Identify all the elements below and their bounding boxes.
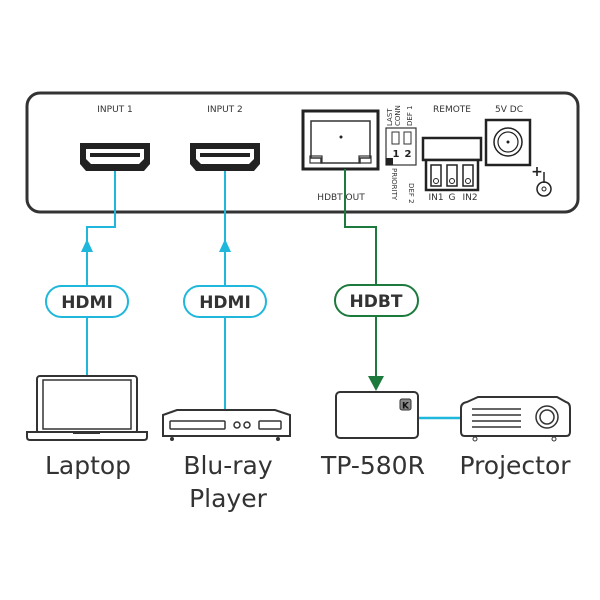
switch-1-label: 1 [393, 149, 400, 160]
hdmi-port-icon [80, 143, 150, 171]
arrow-up-icon [219, 239, 231, 252]
dc-jack-icon [484, 118, 532, 167]
bluray-label-line1: Blu-ray [183, 451, 273, 480]
svg-text:HDMI: HDMI [199, 293, 251, 313]
def2-label: DEF 2 [407, 183, 415, 204]
conn-label: CONN [394, 105, 402, 126]
hdmi-label-1: HDMI [45, 285, 129, 318]
plus-sign: + [531, 164, 543, 180]
laptop-label: Laptop [45, 451, 131, 480]
projector-icon [460, 396, 571, 442]
svg-text:HDMI: HDMI [61, 293, 113, 313]
power-label: 5V DC [495, 105, 523, 115]
dip-switch-icon[interactable]: 1 2 [385, 127, 417, 166]
terminal-block-icon [421, 136, 483, 192]
svg-text:K: K [402, 402, 410, 412]
priority-label: PRIORITY [390, 168, 398, 201]
hdmi-port-icon [190, 143, 260, 171]
receiver-icon: K [335, 391, 419, 439]
bluray-player-icon [162, 409, 291, 441]
bluray-label-line2: Player [189, 484, 268, 513]
input1-label: INPUT 1 [97, 105, 133, 115]
remote-pin-in2: IN2 [462, 193, 477, 203]
ground-icon [536, 172, 552, 197]
laptop-icon [26, 375, 148, 441]
projector-label: Projector [459, 451, 571, 480]
last-label: LAST [386, 108, 394, 126]
remote-pin-in1: IN1 [428, 193, 443, 203]
arrow-up-icon [81, 239, 93, 252]
input2-label: INPUT 2 [207, 105, 243, 115]
hdbt-label: HDBT [334, 284, 419, 317]
svg-text:HDBT: HDBT [350, 292, 403, 312]
hdbt-out-label: HDBT OUT [317, 193, 365, 203]
arrow-down-icon [368, 376, 384, 391]
remote-label: REMOTE [433, 105, 471, 115]
switch-2-label: 2 [405, 149, 412, 160]
remote-pin-g: G [449, 193, 456, 203]
switcher-device-panel: INPUT 1 INPUT 2 HDBT OUT 1 2 [25, 91, 580, 214]
kramer-logo-icon: K [399, 398, 412, 412]
def1-label: DEF 1 [406, 105, 414, 126]
hdmi-label-2: HDMI [183, 285, 267, 318]
receiver-label: TP-580R [320, 451, 425, 480]
rj45-port-icon [301, 109, 380, 171]
